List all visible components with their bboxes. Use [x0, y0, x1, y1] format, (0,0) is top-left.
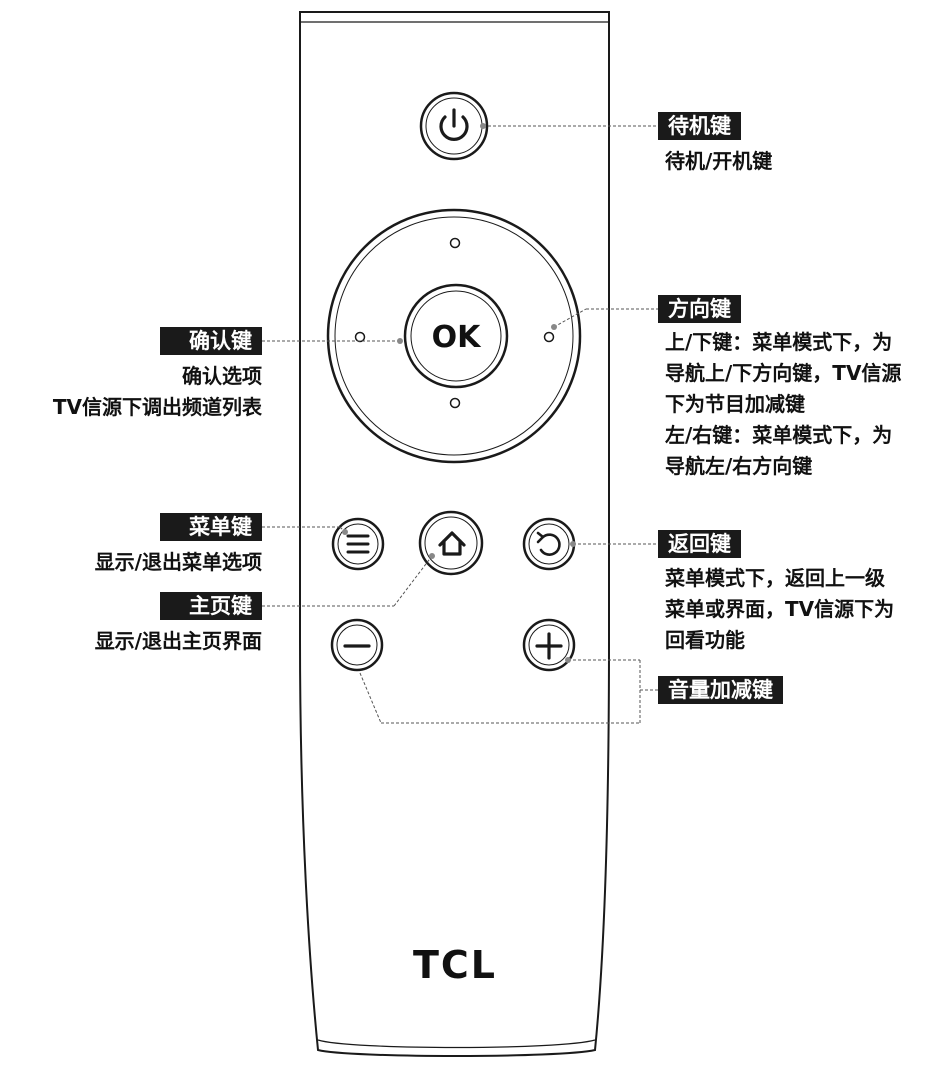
home-key-desc: 显示/退出主页界面	[0, 626, 262, 657]
down-dot	[449, 397, 461, 409]
desc-line: 待机/开机键	[665, 149, 773, 173]
back-key-desc: 菜单模式下，返回上一级 菜单或界面，TV信源下为 回看功能	[665, 563, 894, 656]
right-dot	[543, 331, 555, 343]
left-dot	[354, 331, 366, 343]
desc-line: 上/下键：菜单模式下，为	[665, 330, 893, 354]
menu-key-desc: 显示/退出菜单选项	[0, 547, 262, 578]
standby-key-desc: 待机/开机键	[665, 146, 772, 177]
confirm-key-desc: 确认选项 TV信源下调出频道列表	[0, 361, 262, 423]
back-button[interactable]	[522, 517, 576, 571]
desc-line: 回看功能	[665, 628, 745, 652]
volume-down-button[interactable]	[330, 618, 384, 672]
desc-line: 显示/退出主页界面	[94, 629, 262, 653]
menu-button[interactable]	[331, 517, 385, 571]
desc-line: 左/右键：菜单模式下，为	[665, 423, 893, 447]
ok-label: OK	[432, 320, 483, 355]
volume-up-button[interactable]	[522, 618, 576, 672]
leader-dots	[342, 123, 576, 663]
desc-line: 显示/退出菜单选项	[94, 550, 262, 574]
confirm-key-tag: 确认键	[160, 327, 262, 355]
desc-line: 菜单模式下，返回上一级	[665, 566, 885, 590]
desc-line: 菜单或界面，TV信源下为	[665, 597, 895, 621]
ok-button[interactable]: OK	[403, 283, 509, 389]
home-key-tag: 主页键	[160, 592, 262, 620]
leader-lines	[262, 125, 658, 724]
up-dot	[449, 237, 461, 249]
plus-icon	[535, 632, 563, 660]
back-key-tag: 返回键	[658, 530, 741, 558]
standby-key-tag: 待机键	[658, 112, 741, 140]
home-icon	[438, 531, 466, 556]
power-button[interactable]	[419, 91, 489, 161]
brand-logo: TCL	[413, 943, 497, 987]
return-arrow-icon	[536, 531, 561, 556]
desc-line: 下为节目加减键	[665, 392, 805, 416]
desc-line: 导航上/下方向键，TV信源	[665, 361, 902, 385]
home-button[interactable]	[418, 510, 484, 576]
desc-line: TV信源下调出频道列表	[52, 395, 262, 419]
desc-line: 导航左/右方向键	[665, 454, 813, 478]
power-icon	[439, 108, 469, 141]
volume-key-tag: 音量加减键	[658, 676, 783, 704]
menu-lines-icon	[346, 534, 370, 554]
direction-key-tag: 方向键	[658, 295, 741, 323]
menu-key-tag: 菜单键	[160, 513, 262, 541]
desc-line: 确认选项	[182, 364, 262, 388]
direction-key-desc: 上/下键：菜单模式下，为 导航上/下方向键，TV信源 下为节目加减键 左/右键：…	[665, 327, 901, 482]
